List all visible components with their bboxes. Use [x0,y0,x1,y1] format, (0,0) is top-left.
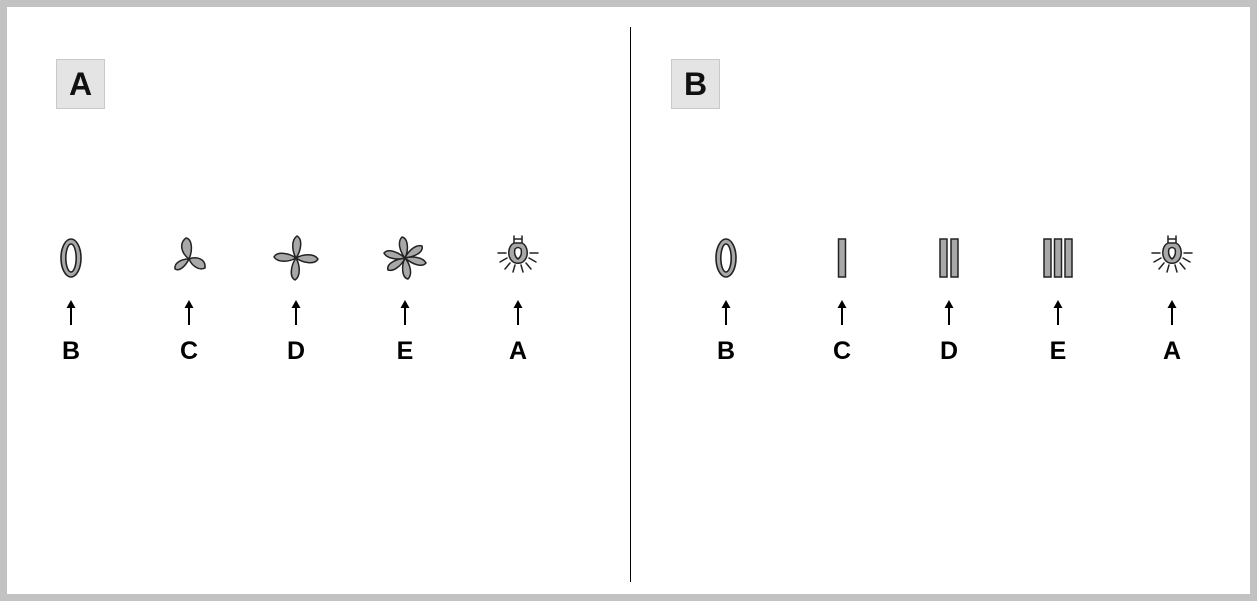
label-letter: A [508,337,528,365]
label-letter: C [179,337,199,365]
light-bulb-icon [497,235,539,273]
fan-two-blade-icon [174,237,206,271]
fan-six-blade-icon [383,236,427,280]
label-letter: B [61,337,81,365]
label-letter: A [1162,337,1182,365]
panel-b-item-speed-3: E [1028,226,1088,376]
panel-a-badge: A [56,59,105,109]
panel-b-item-off: B [696,226,756,376]
panel-a-item-speed-2: D [266,226,326,376]
panel-b-item-speed-2: D [919,226,979,376]
fan-four-blade-icon [273,235,319,281]
roman-one-bars-icon [837,238,847,278]
up-arrow-icon [291,298,301,326]
panel-b-item-light: A [1142,226,1202,376]
label-letter: C [832,337,852,365]
roman-two-bars-icon [939,238,959,278]
panel-b-item-speed-1: C [812,226,872,376]
label-letter: B [716,337,736,365]
zero-outline-icon [60,238,82,278]
label-letter: E [396,337,414,365]
panel-a-item-speed-1: C [159,226,219,376]
up-arrow-icon [513,298,523,326]
up-arrow-icon [184,298,194,326]
label-letter: D [286,337,306,365]
up-arrow-icon [837,298,847,326]
up-arrow-icon [400,298,410,326]
label-letter: E [1049,337,1067,365]
up-arrow-icon [1053,298,1063,326]
panel-divider [630,27,631,582]
label-letter: D [939,337,959,365]
zero-outline-icon [715,238,737,278]
roman-three-bars-icon [1043,238,1073,278]
panel-a-item-light: A [488,226,548,376]
up-arrow-icon [944,298,954,326]
panel-b-badge: B [671,59,720,109]
light-bulb-icon [1151,235,1193,273]
up-arrow-icon [66,298,76,326]
panel-a-item-off: B [41,226,101,376]
panel-a-item-speed-3: E [375,226,435,376]
up-arrow-icon [1167,298,1177,326]
up-arrow-icon [721,298,731,326]
